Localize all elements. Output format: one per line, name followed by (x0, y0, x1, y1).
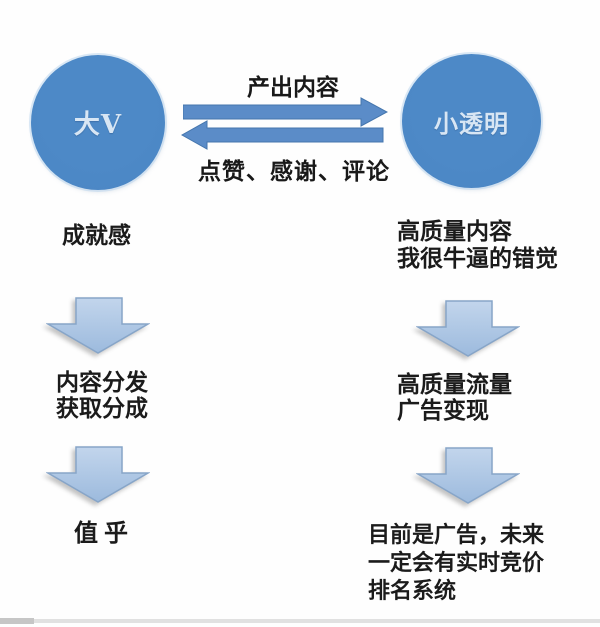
arrow-left-icon (181, 120, 384, 150)
right-step3-text: 目前是广告，未来 一定会有实时竞价 排名系统 (368, 521, 544, 605)
right-step2-line2: 广告变现 (397, 397, 489, 424)
node-small-transparent: 小透明 (402, 54, 541, 188)
right-step3-line1: 目前是广告，未来 (368, 522, 545, 548)
left-step2-line1: 内容分发 (56, 369, 148, 396)
right-step1-line1: 高质量内容 (397, 218, 512, 245)
bottom-edge-divider (0, 619, 600, 623)
node-big-v: 大V (31, 55, 165, 190)
down-arrow-icon (416, 300, 520, 357)
label-produce-content: 产出内容 (247, 74, 339, 101)
node-small-transparent-label: 小透明 (434, 108, 509, 138)
arrow-right-icon (183, 97, 388, 127)
left-step3-text: 值乎 (74, 518, 134, 547)
left-step2-line2: 获取分成 (56, 395, 148, 422)
right-step3-line3: 排名系统 (368, 578, 457, 604)
bottom-edge-accent (0, 618, 34, 624)
left-step2-text: 内容分发 获取分成 (56, 370, 148, 422)
down-arrow-icon (46, 297, 150, 354)
down-arrow-icon (416, 447, 520, 504)
right-step1-text: 高质量内容 我很牛逼的错觉 (397, 218, 558, 272)
right-step1-line2: 我很牛逼的错觉 (397, 245, 558, 272)
left-step1-text: 成就感 (62, 222, 131, 249)
right-step2-text: 高质量流量 广告变现 (397, 372, 512, 424)
down-arrow-icon (46, 446, 150, 503)
node-big-v-label: 大V (73, 110, 123, 140)
right-step3-line2: 一定会有实时竞价 (368, 550, 545, 576)
label-likes-thanks-comments: 点赞、感谢、评论 (198, 158, 390, 185)
right-step2-line1: 高质量流量 (397, 371, 512, 398)
